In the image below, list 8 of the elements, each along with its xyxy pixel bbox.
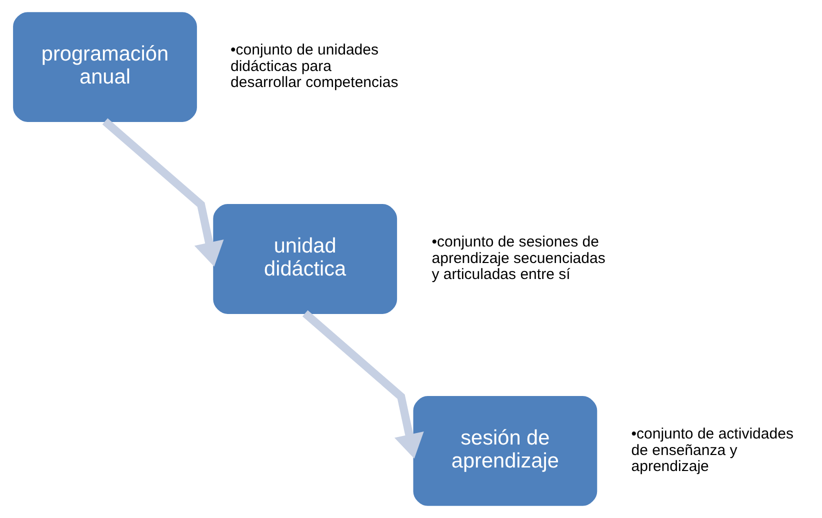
arrow [302,310,424,459]
node-box: sesión de aprendizaje [412,396,597,506]
arrow [102,118,224,267]
node-label: •conjunto de unidades didácticas para desarrollar competencias [230,42,398,92]
node-label: •conjunto de sesiones de aprendizaje secuenciadas y articuladas entre sí [431,234,605,284]
node-box: unidad didáctica [212,204,397,314]
node-box: programación anual [12,12,196,122]
node-label: •conjunto de actividades de enseñanza y aprendizaje [630,426,793,476]
